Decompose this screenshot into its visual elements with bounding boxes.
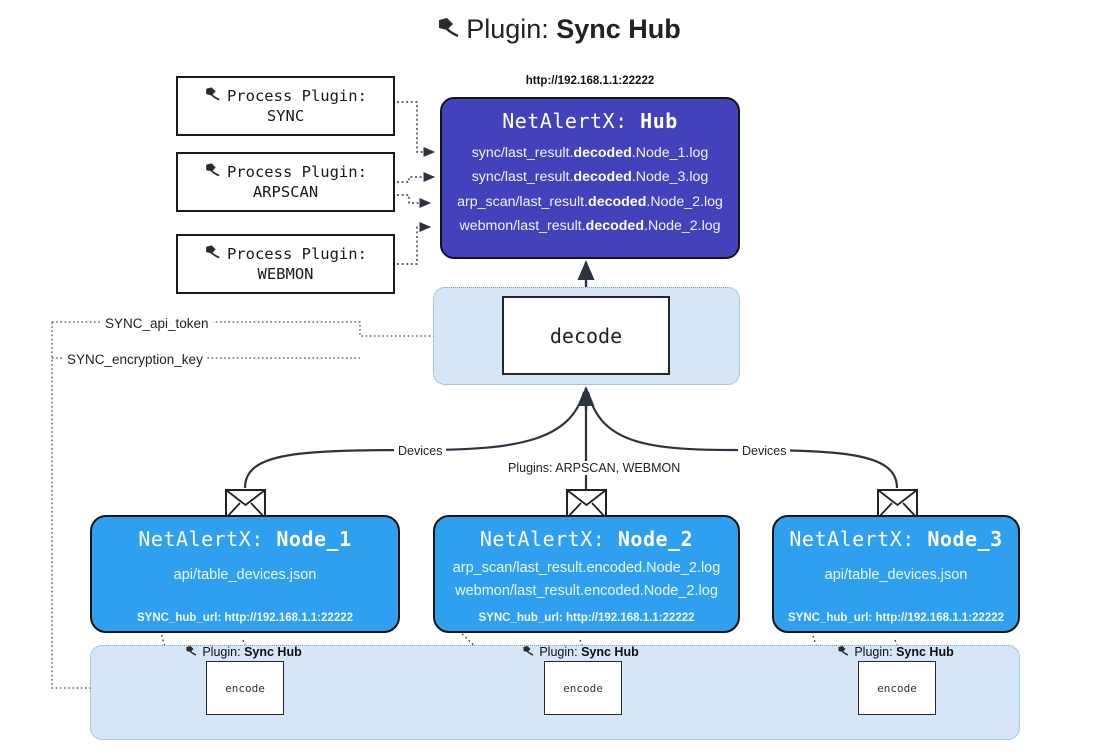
plug-icon: [436, 16, 462, 45]
log-em: decoded: [585, 218, 644, 235]
hub-title-prefix: NetAlertX:: [502, 109, 628, 133]
node-hub-url-label: SYNC_hub_url: http://192.168.1.1:22222: [787, 612, 1005, 624]
node-log-line: webmon/last_result.encoded.Node_2.log: [455, 583, 718, 600]
node-hub-url-label: SYNC_hub_url: http://192.168.1.1:22222: [478, 612, 695, 624]
encode-plugin-name: Sync Hub: [244, 645, 302, 659]
page-title: Plugin: Sync Hub: [0, 14, 1117, 45]
node-title: NetAlertX: Node_3: [774, 527, 1018, 551]
encode-box[interactable]: encode: [206, 661, 284, 715]
process-plugin-box-arpscan[interactable]: Process Plugin: ARPSCAN: [176, 152, 395, 212]
log-em: decoded: [573, 169, 632, 186]
process-plugin-box-sync[interactable]: Process Plugin: SYNC: [176, 76, 395, 136]
plug-icon: [204, 245, 226, 262]
hub-url-label: http://192.168.1.1:22222: [525, 75, 655, 87]
encode-plugin-prefix: Plugin:: [202, 645, 241, 659]
node-log-line: api/table_devices.json: [173, 567, 317, 583]
encode-plugin-label: Plugin: Sync Hub: [837, 645, 954, 659]
sync-encryption-key-label: SYNC_encryption_key: [63, 352, 207, 367]
log-post: .Node_2.log: [646, 193, 723, 210]
node-title: NetAlertX: Node_2: [435, 527, 738, 551]
process-plugin-name: SYNC: [266, 106, 305, 125]
node-title-name: Node_3: [927, 527, 1003, 551]
log-pre: sync/last_result.: [471, 145, 574, 161]
encode-plugin-label: Plugin: Sync Hub: [185, 645, 302, 659]
edge-label-devices-left: Devices: [394, 444, 447, 458]
node-title-name: Node_2: [617, 527, 694, 551]
log-pre: arp_scan/last_result.: [457, 193, 589, 210]
node-title-prefix: NetAlertX:: [789, 527, 915, 551]
log-post: .Node_1.log: [631, 145, 709, 161]
plug-icon: [204, 163, 226, 180]
encode-plugin-prefix: Plugin:: [854, 645, 893, 659]
hub-log-line: sync/last_result.decoded.Node_1.log: [442, 141, 738, 165]
edge-label-devices-right: Devices: [738, 444, 791, 458]
edge-label-plugins: Plugins: ARPSCAN, WEBMON: [504, 461, 685, 475]
encode-plugin-name: Sync Hub: [581, 645, 639, 659]
process-plugin-label: Process Plugin:: [226, 245, 367, 264]
node-box-node-3[interactable]: NetAlertX: Node_3 api/table_devices.json…: [772, 515, 1020, 633]
log-pre: webmon/last_result.: [459, 218, 586, 235]
node-title-name: Node_1: [276, 527, 352, 551]
node-log-line: arp_scan/last_result.encoded.Node_2.log: [452, 560, 721, 576]
encode-plugin-prefix: Plugin:: [539, 645, 578, 659]
log-em: decoded: [588, 193, 647, 210]
encode-plugin-label: Plugin: Sync Hub: [522, 645, 639, 659]
encode-box[interactable]: encode: [544, 661, 622, 715]
log-em: decoded: [573, 145, 632, 161]
process-plugin-box-webmon[interactable]: Process Plugin: WEBMON: [176, 234, 395, 294]
encode-plugin-name: Sync Hub: [896, 645, 954, 659]
log-post: .Node_2.log: [644, 218, 721, 235]
node-title-prefix: NetAlertX:: [479, 527, 606, 551]
node-log-line: api/table_devices.json: [824, 567, 968, 583]
plug-icon: [204, 87, 226, 104]
node-hub-url-label: SYNC_hub_url: http://192.168.1.1:22222: [136, 612, 354, 624]
process-plugin-label: Process Plugin:: [226, 163, 367, 182]
hub-title: NetAlertX: Hub: [442, 109, 738, 133]
hub-log-line: sync/last_result.decoded.Node_3.log: [442, 165, 738, 189]
hub-box[interactable]: NetAlertX: Hub sync/last_result.decoded.…: [440, 97, 740, 259]
node-box-node-1[interactable]: NetAlertX: Node_1 api/table_devices.json…: [90, 515, 400, 633]
plug-icon: [185, 645, 201, 659]
hub-log-line: arp_scan/last_result.decoded.Node_2.log: [442, 190, 738, 214]
process-plugin-name: WEBMON: [257, 264, 314, 283]
hub-log-line: webmon/last_result.decoded.Node_2.log: [442, 214, 738, 238]
log-post: .Node_3.log: [631, 169, 709, 186]
log-pre: sync/last_result.: [471, 169, 574, 186]
encode-box[interactable]: encode: [858, 661, 936, 715]
node-title: NetAlertX: Node_1: [92, 527, 398, 551]
process-plugin-label: Process Plugin:: [226, 87, 367, 106]
sync-api-token-label: SYNC_api_token: [101, 316, 213, 331]
plug-icon: [522, 645, 538, 659]
title-prefix: Plugin:: [466, 14, 549, 44]
node-title-prefix: NetAlertX:: [138, 527, 264, 551]
decode-box[interactable]: decode: [502, 296, 670, 375]
hub-title-name: Hub: [640, 109, 678, 133]
node-box-node-2[interactable]: NetAlertX: Node_2 arp_scan/last_result.e…: [433, 515, 740, 633]
title-name: Sync Hub: [556, 14, 681, 44]
plug-icon: [837, 645, 853, 659]
process-plugin-name: ARPSCAN: [252, 182, 319, 201]
